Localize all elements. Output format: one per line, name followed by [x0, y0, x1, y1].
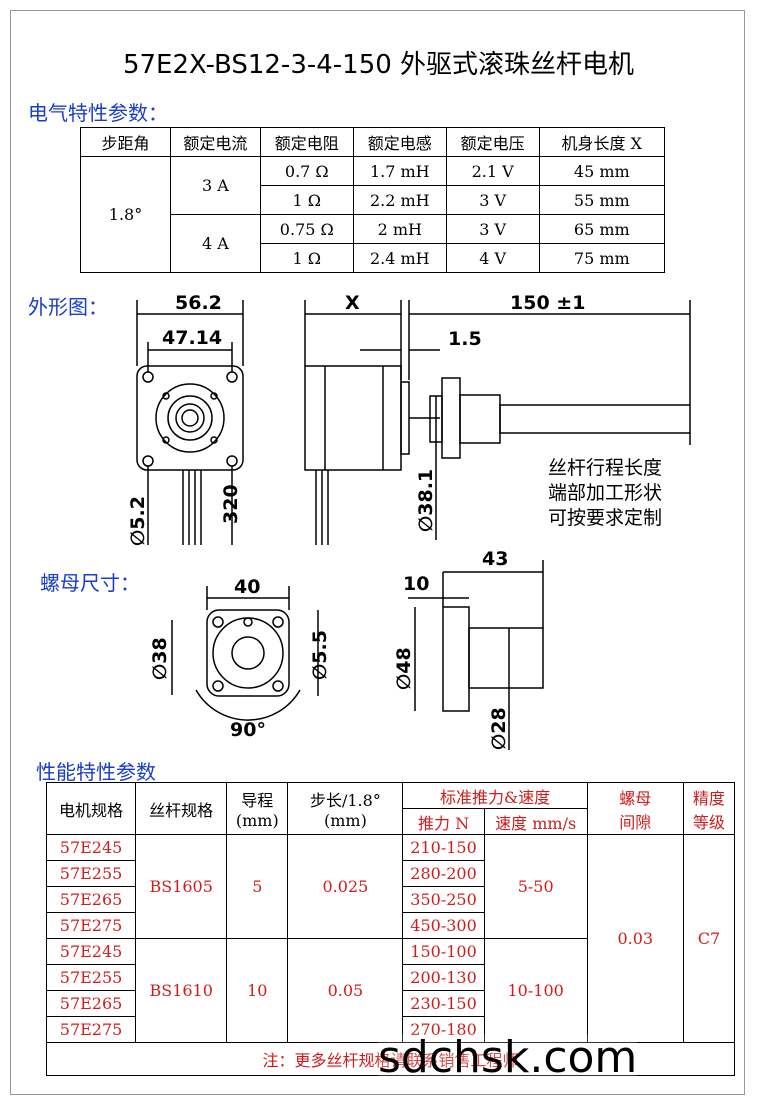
outline-note-1: 丝杆行程长度 — [548, 457, 662, 479]
cell-step-angle: 1.8° — [79, 156, 172, 273]
nut-side-view — [408, 560, 544, 750]
cell-current: 4 A — [170, 214, 261, 273]
cell-model: 57E265 — [45, 990, 137, 1017]
dim-hole: ∅5.2 — [127, 496, 149, 546]
cell-current: 3 A — [170, 156, 261, 215]
header-body-length: 机身长度 X — [538, 127, 666, 157]
header-step-label: 步长/1.8° — [309, 791, 381, 810]
header-grade: 精度等级 — [682, 782, 736, 835]
nut-dim-angle: 90° — [230, 719, 266, 741]
header-lead: 导程(mm) — [226, 782, 289, 835]
dim-offset: 1.5 — [448, 328, 482, 350]
dim-bolt: 47.14 — [162, 327, 222, 349]
cell-length: 65 mm — [538, 214, 666, 244]
cell-force: 150-100 — [402, 938, 485, 965]
cell-model: 57E275 — [45, 912, 137, 939]
cell-model: 57E255 — [45, 964, 137, 991]
cell-force: 450-300 — [402, 912, 485, 939]
header-step-unit: (mm) — [323, 811, 367, 830]
cell-speed: 5-50 — [483, 834, 588, 939]
section-nut: 螺母尺寸： — [40, 571, 140, 595]
cell-speed: 10-100 — [483, 938, 588, 1043]
header-voltage: 额定电压 — [445, 127, 540, 157]
nut-dim-hole: ∅5.5 — [309, 630, 331, 680]
cell-screw: BS1610 — [135, 938, 228, 1043]
cell-resistance: 0.75 Ω — [259, 214, 354, 244]
cell-inductance: 1.7 mH — [352, 156, 447, 186]
cell-model: 57E275 — [45, 1016, 137, 1043]
outline-note-2: 端部加工形状 — [548, 482, 662, 504]
electrical-table: 步距角 额定电流 额定电阻 额定电感 额定电压 机身长度 X 1.8° 3 A … — [79, 127, 666, 273]
cell-voltage: 3 V — [445, 214, 540, 244]
cell-length: 45 mm — [538, 156, 666, 186]
cell-inductance: 2.2 mH — [352, 185, 447, 215]
cell-force: 280-200 — [402, 860, 485, 887]
header-step-angle: 步距角 — [79, 127, 172, 157]
nut-dim-flange-d: ∅48 — [393, 647, 415, 690]
header-grade-l1: 精度 — [692, 788, 725, 808]
cell-resistance: 1 Ω — [259, 243, 354, 273]
header-model: 电机规格 — [45, 782, 137, 835]
cell-force: 200-130 — [402, 964, 485, 991]
dim-lead: 320 — [220, 484, 242, 524]
cell-resistance: 1 Ω — [259, 185, 354, 215]
page-frame — [10, 10, 745, 1095]
cell-grade: C7 — [682, 834, 736, 1043]
cell-lead: 10 — [226, 938, 289, 1043]
section-outline: 外形图： — [28, 295, 108, 319]
cell-step: 0.05 — [287, 938, 404, 1043]
performance-table: 电机规格 丝杆规格 导程(mm) 步长/1.8°(mm) 标准推力&速度 螺母间… — [45, 782, 736, 1076]
cell-force: 210-150 — [402, 834, 485, 861]
header-grade-l2: 等级 — [692, 812, 725, 832]
cell-model: 57E245 — [45, 834, 137, 861]
cell-backlash: 0.03 — [586, 834, 684, 1043]
outline-note-3: 可按要求定制 — [548, 507, 662, 529]
nut-front-view — [171, 586, 319, 721]
table-note: 注：更多丝杆规格请联系销售工程师 — [46, 1042, 735, 1076]
header-backlash: 螺母间隙 — [586, 782, 684, 835]
cell-force: 230-150 — [402, 990, 485, 1017]
cell-model: 57E265 — [45, 886, 137, 913]
cell-length: 75 mm — [538, 243, 666, 273]
watermark: sdchsk.com — [378, 1032, 638, 1083]
cell-force: 350-250 — [402, 886, 485, 913]
cell-inductance: 2.4 mH — [352, 243, 447, 273]
cell-lead: 5 — [226, 834, 289, 939]
section-electrical: 电气特性参数： — [28, 101, 168, 125]
cell-model: 57E255 — [45, 860, 137, 887]
nut-dim-length: 43 — [482, 548, 508, 570]
cell-step: 0.025 — [287, 834, 404, 939]
header-backlash-l1: 螺母 — [619, 788, 652, 808]
nut-dim-body-d: ∅28 — [488, 707, 510, 750]
header-backlash-l2: 间隙 — [619, 812, 652, 832]
cell-screw: BS1605 — [135, 834, 228, 939]
header-std: 标准推力&速度 — [402, 782, 588, 809]
cell-voltage: 4 V — [445, 243, 540, 273]
header-force: 推力 N — [402, 808, 485, 835]
header-screw: 丝杆规格 — [135, 782, 228, 835]
cell-inductance: 2 mH — [352, 214, 447, 244]
nut-dim-pcd: ∅38 — [149, 637, 171, 680]
motor-side-view — [304, 300, 691, 545]
nut-dim-width: 40 — [234, 576, 260, 598]
nut-dim-flange-t: 10 — [403, 573, 429, 595]
dim-x: X — [345, 292, 360, 314]
header-step: 步长/1.8°(mm) — [287, 782, 404, 835]
dim-boss: ∅38.1 — [415, 469, 437, 532]
section-performance: 性能特性参数 — [36, 760, 156, 784]
cell-force: 270-180 — [402, 1016, 485, 1043]
header-lead-label: 导程 — [241, 791, 274, 810]
motor-front-view — [136, 300, 244, 545]
dim-length: 150 ±1 — [510, 292, 585, 314]
dim-width: 56.2 — [175, 292, 222, 314]
page-title: 57E2X-BS12-3-4-150 外驱式滚珠丝杆电机 — [122, 50, 635, 80]
header-lead-unit: (mm) — [235, 811, 279, 830]
header-speed: 速度 mm/s — [483, 808, 588, 835]
cell-model: 57E245 — [45, 938, 137, 965]
